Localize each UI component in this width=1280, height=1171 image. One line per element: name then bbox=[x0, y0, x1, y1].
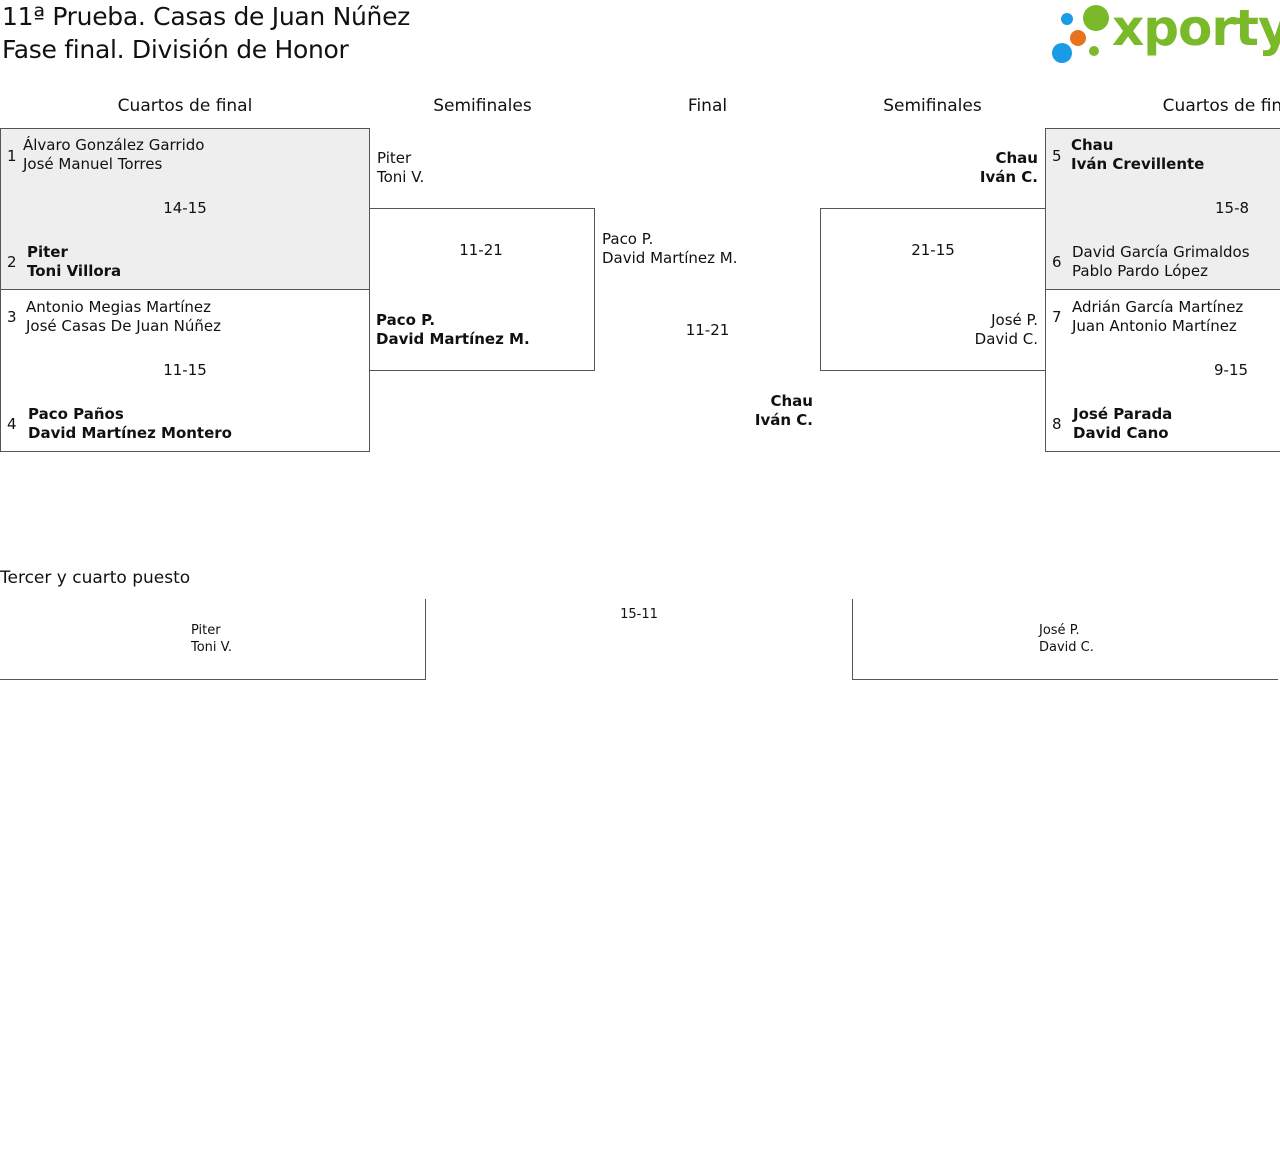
player-name: José Manuel Torres bbox=[23, 155, 163, 173]
player-name: David Cano bbox=[1073, 424, 1169, 442]
sf-right-bottom-pair: José P. David C. bbox=[901, 311, 1038, 349]
match-score: 11-21 bbox=[459, 241, 503, 259]
sf-left-match: 11-21 Paco P. David Martínez M. bbox=[369, 208, 595, 371]
seed-number: 8 bbox=[1052, 415, 1062, 433]
player-name: Iván Crevillente bbox=[1071, 155, 1205, 173]
third-place-right-divider bbox=[852, 599, 853, 680]
third-place-right-line bbox=[852, 679, 1278, 680]
match-score: 9-15 bbox=[1214, 361, 1249, 379]
seed-number: 5 bbox=[1052, 147, 1062, 165]
player-name: Toni Villora bbox=[27, 262, 122, 280]
match-score: 11-15 bbox=[163, 361, 207, 379]
player-name: Piter bbox=[191, 623, 221, 638]
final-score: 11-21 bbox=[685, 321, 730, 339]
player-name: José P. bbox=[991, 311, 1038, 329]
third-place-left-line bbox=[0, 679, 426, 680]
final-top-pair: Paco P. David Martínez M. bbox=[602, 230, 738, 268]
player-name: David Martínez M. bbox=[376, 330, 530, 348]
seed-number: 2 bbox=[7, 253, 17, 271]
header-qf-left: Cuartos de final bbox=[117, 96, 253, 116]
qf-match-3: 5 Chau Iván Crevillente 15-8 6 David Gar… bbox=[1045, 128, 1280, 290]
player-name: José P. bbox=[1039, 623, 1080, 638]
player-name: Chau bbox=[1071, 136, 1114, 154]
header-qf-right: Cuartos de final bbox=[1162, 96, 1280, 116]
sf-left-top-pair: Piter Toni V. bbox=[377, 149, 424, 187]
qf-match-2: 3 Antonio Megias Martínez José Casas De … bbox=[0, 289, 370, 452]
qf2-top-pair: Antonio Megias Martínez José Casas De Ju… bbox=[26, 298, 221, 336]
third-place-title: Tercer y cuarto puesto bbox=[0, 568, 191, 588]
qf1-bottom-pair-winner: Piter Toni Villora bbox=[27, 243, 121, 281]
qf2-bottom-pair-winner: Paco Paños David Martínez Montero bbox=[28, 405, 232, 443]
xporty-logo: xporty bbox=[1050, 0, 1280, 68]
page-title: 11ª Prueba. Casas de Juan Núñez bbox=[2, 2, 410, 31]
sf-right-top-pair-winner: Chau Iván C. bbox=[900, 149, 1038, 187]
qf-match-1: 1 Álvaro González Garrido José Manuel To… bbox=[0, 128, 370, 290]
header-final: Final bbox=[687, 96, 728, 116]
player-name: Adrián García Martínez bbox=[1072, 298, 1244, 316]
player-name: Toni V. bbox=[377, 168, 425, 186]
header-sf-left: Semifinales bbox=[433, 96, 532, 116]
player-name: Pablo Pardo López bbox=[1072, 262, 1209, 280]
page-subtitle: Fase final. División de Honor bbox=[2, 35, 349, 64]
player-name: Paco Paños bbox=[28, 405, 124, 423]
match-score: 15-8 bbox=[1215, 199, 1250, 217]
player-name: Juan Antonio Martínez bbox=[1072, 317, 1237, 335]
third-place-left-pair: Piter Toni V. bbox=[191, 622, 232, 656]
seed-number: 4 bbox=[7, 415, 17, 433]
player-name: Iván C. bbox=[979, 168, 1038, 186]
seed-number: 1 bbox=[7, 147, 17, 165]
player-name: David C. bbox=[974, 330, 1038, 348]
player-name: Paco P. bbox=[602, 230, 654, 248]
player-name: Chau bbox=[995, 149, 1039, 167]
seed-number: 6 bbox=[1052, 253, 1062, 271]
player-name: Paco P. bbox=[376, 311, 436, 329]
sf-left-bottom-pair-winner: Paco P. David Martínez M. bbox=[376, 311, 530, 349]
qf1-top-pair: Álvaro González Garrido José Manuel Torr… bbox=[23, 136, 204, 174]
player-name: Piter bbox=[377, 149, 412, 167]
player-name: José Parada bbox=[1073, 405, 1173, 423]
third-place-score: 15-11 bbox=[620, 607, 658, 622]
qf4-top-pair: Adrián García Martínez Juan Antonio Mart… bbox=[1072, 298, 1243, 336]
seed-number: 7 bbox=[1052, 308, 1062, 326]
match-score: 21-15 bbox=[911, 241, 955, 259]
qf4-bottom-pair-winner: José Parada David Cano bbox=[1073, 405, 1172, 443]
third-place-right-pair: José P. David C. bbox=[1039, 622, 1094, 656]
player-name: Toni V. bbox=[191, 640, 233, 655]
sf-right-match: 21-15 José P. David C. bbox=[820, 208, 1046, 371]
player-name: Piter bbox=[27, 243, 68, 261]
qf3-bottom-pair: David García Grimaldos Pablo Pardo López bbox=[1072, 243, 1250, 281]
third-place-left-divider bbox=[425, 599, 426, 680]
player-name: Iván C. bbox=[754, 411, 813, 429]
player-name: David Martínez Montero bbox=[28, 424, 232, 442]
player-name: Antonio Megias Martínez bbox=[26, 298, 212, 316]
player-name: David García Grimaldos bbox=[1072, 243, 1250, 261]
header-sf-right: Semifinales bbox=[883, 96, 982, 116]
player-name: David Martínez M. bbox=[602, 249, 738, 267]
player-name: Álvaro González Garrido bbox=[23, 136, 205, 154]
player-name: David C. bbox=[1039, 640, 1094, 655]
logo-dots-icon bbox=[1052, 5, 1109, 63]
logo-text: xporty bbox=[1112, 0, 1280, 57]
qf3-top-pair-winner: Chau Iván Crevillente bbox=[1071, 136, 1204, 174]
player-name: José Casas De Juan Núñez bbox=[26, 317, 221, 335]
qf-match-4: 7 Adrián García Martínez Juan Antonio Ma… bbox=[1045, 289, 1280, 452]
player-name: Chau bbox=[770, 392, 814, 410]
match-score: 14-15 bbox=[163, 199, 207, 217]
seed-number: 3 bbox=[7, 308, 17, 326]
final-bottom-pair-champion: Chau Iván C. bbox=[700, 392, 813, 430]
